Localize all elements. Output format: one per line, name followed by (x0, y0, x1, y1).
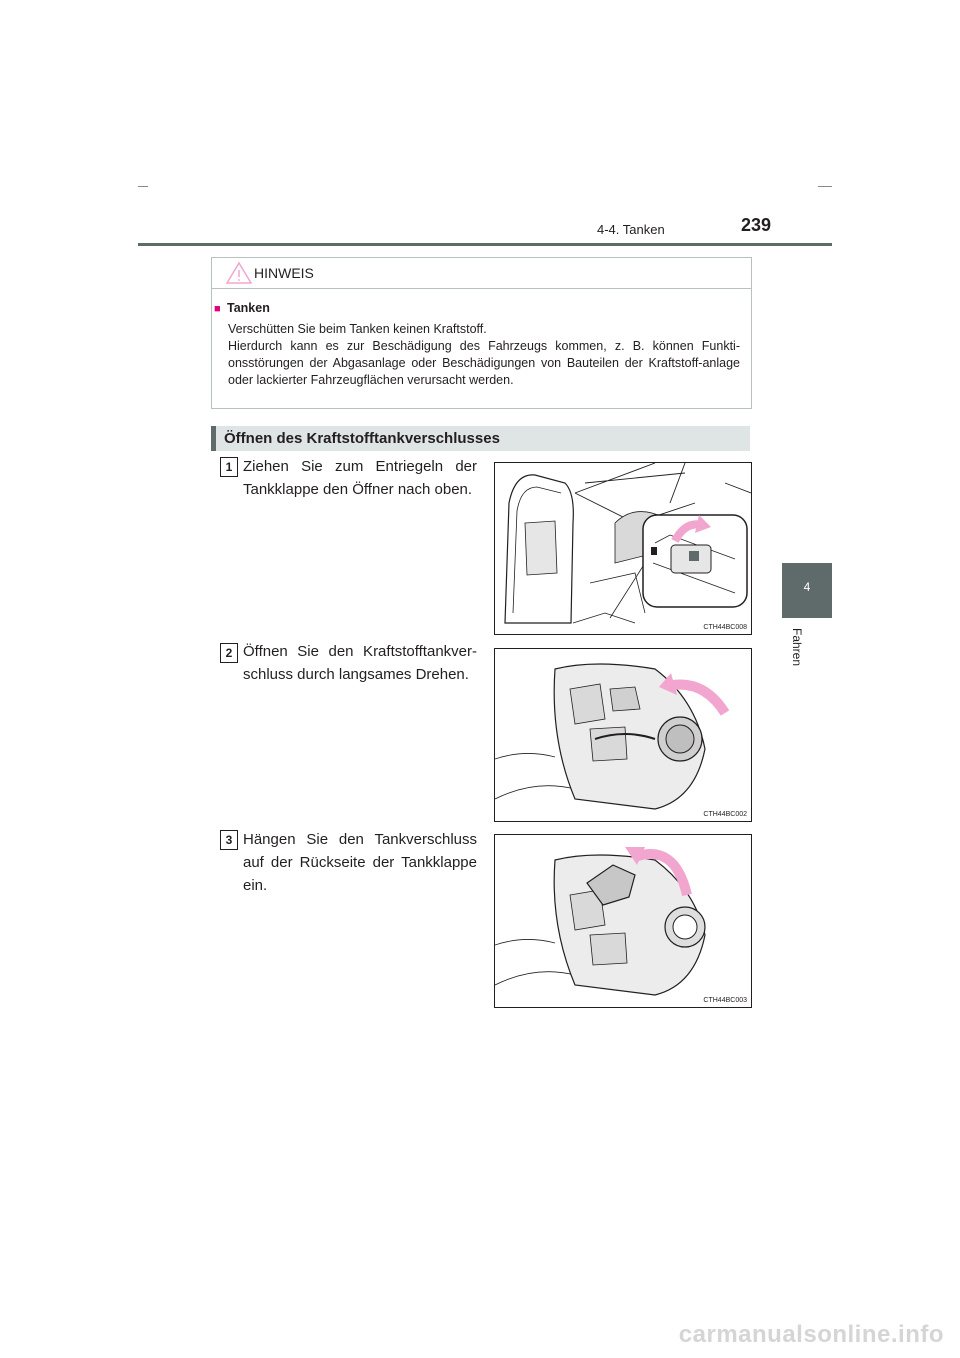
notice-subheading: Tanken (227, 301, 270, 315)
section-heading-bar: Öffnen des Kraftstofftankverschlusses (211, 426, 750, 451)
warning-triangle-icon (226, 261, 252, 284)
figure-fuel-cap-holder: CTH44BC003 (494, 834, 752, 1008)
notice-header: HINWEIS (212, 258, 751, 289)
watermark: carmanualsonline.info (678, 1321, 944, 1348)
bullet-square-icon: ■ (214, 303, 221, 315)
figure-code: CTH44BC008 (703, 624, 747, 631)
chapter-label: Fahren (790, 628, 804, 667)
step-number: 1 (220, 457, 238, 477)
step-number: 3 (220, 830, 238, 850)
notice-line: Hierdurch kann es zur Beschädigung des F… (228, 339, 740, 387)
crop-mark-right (818, 186, 832, 187)
notice-box: HINWEIS ■ Tanken Verschütten Sie beim Ta… (211, 257, 752, 409)
notice-title: HINWEIS (254, 265, 314, 281)
notice-body: Verschütten Sie beim Tanken keinen Kraft… (228, 321, 740, 389)
header-rule (138, 243, 832, 246)
figure-code: CTH44BC002 (703, 811, 747, 818)
section-title: 4-4. Tanken (597, 222, 665, 237)
heading-accent (211, 426, 216, 451)
page-number: 239 (741, 215, 772, 235)
chapter-tab: 4 (782, 563, 832, 618)
figure-fuel-cap-twist: CTH44BC002 (494, 648, 752, 822)
step-number: 2 (220, 643, 238, 663)
figure-code: CTH44BC003 (703, 997, 747, 1004)
step-text: Ziehen Sie zum Entriegeln der Tankklappe… (243, 458, 477, 498)
crop-mark-left (138, 186, 148, 187)
figure-door-opener: CTH44BC008 (494, 462, 752, 635)
notice-line: Verschütten Sie beim Tanken keinen Kraft… (228, 322, 487, 336)
step-text: Hängen Sie den Tankverschluss auf der Rü… (243, 831, 477, 894)
step-text: Öffnen Sie den Kraftstofftankver-schluss… (243, 643, 477, 683)
section-heading: Öffnen des Kraftstofftankverschlusses (224, 430, 500, 447)
